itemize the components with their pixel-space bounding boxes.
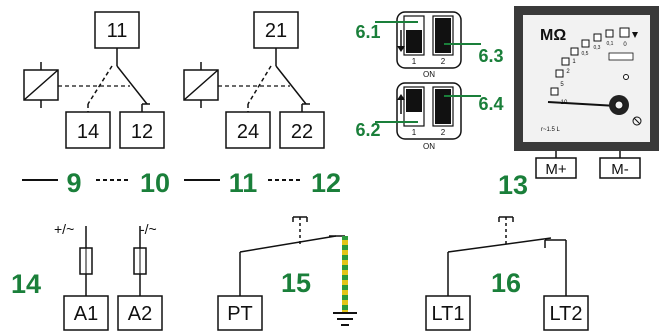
scale-label-5: 5 [560,82,564,88]
terminal-14-box [65,111,111,149]
label-6-2: 6.2 [355,120,380,140]
line-legend: 9 10 11 12 [22,168,341,198]
legend-12: 12 [311,168,341,198]
arrow-down-icon [632,32,638,38]
lt-block: LT1 LT2 16 [425,216,589,331]
terminal-22-label: 22 [291,121,313,143]
meter-marking: r~1.5 L [541,127,561,133]
terminal-22-box [279,111,325,149]
terminal-lt1-label: LT1 [432,303,465,325]
meter-needle [547,101,618,107]
terminal-11-label: 11 [107,20,128,42]
lt-switch-blade [447,237,552,253]
supply-plus-label: +/~ [54,221,74,237]
indicator-dot [623,74,629,80]
legend-10: 10 [140,168,170,198]
switch-2-number: 2 [441,128,446,137]
terminal-a2-box [117,295,163,331]
scale-label-0-5: 0,5 [582,51,589,57]
relay-2: 21 24 22 [183,11,325,149]
meter-unit: MΩ [540,27,566,44]
zero-adjust-screw[interactable] [632,116,642,126]
relay-1: 11 14 12 [23,11,165,149]
switch-1-number: 1 [412,57,417,66]
terminal-lt2-box [543,295,589,331]
pt-block: PT 15 [217,216,357,331]
terminal-14-label: 14 [77,121,99,143]
terminal-21-label: 21 [265,20,287,42]
switch-blade [116,65,148,105]
supply-minus-label: -/~ [140,221,157,237]
scale-label-0-3: 0,3 [594,45,601,51]
earth-conductor [342,236,348,312]
label-6-1: 6.1 [355,22,380,42]
terminal-m-plus-label: M+ [545,161,566,178]
terminal-24-label: 24 [237,121,259,143]
terminal-24-box [225,111,271,149]
label-14: 14 [11,269,41,299]
label-16: 16 [491,268,521,298]
legend-11: 11 [229,168,258,198]
switch-1-number: 1 [412,128,417,137]
legend-9: 9 [66,168,81,198]
label-15: 15 [281,268,311,298]
terminal-lt1-box [425,295,471,331]
dip-switch-upper: 1 2 ON 6.1 6.3 [355,11,504,79]
on-label: ON [423,70,435,79]
scale-label-0-1: 0,1 [607,41,614,47]
terminal-m-plus-box [535,157,577,179]
terminal-a1-label: A1 [74,303,98,325]
insulation-meter: MΩ 0 0,1 0,3 0,5 1 2 5 10 r~1.5 L M+ [498,6,659,200]
label-13: 13 [498,170,528,200]
switch-2-lever[interactable] [435,89,451,124]
terminal-12-label: 12 [131,121,153,143]
terminal-m-minus-label: M- [611,161,629,178]
scale-label-1: 1 [572,59,576,65]
terminal-pt-label: PT [227,303,253,325]
switch-2-number: 2 [441,57,446,66]
label-6-4: 6.4 [478,94,503,114]
dip-switch-lower: 1 2 ON 6.2 6.4 [355,82,504,151]
terminal-pt-box [217,295,263,331]
terminal-lt2-label: LT2 [550,303,583,325]
terminal-a2-label: A2 [128,303,152,325]
switch-2-lever[interactable] [435,18,451,53]
scale-mark [619,27,630,38]
supply-block: +/~ -/~ A1 A2 14 [11,221,163,331]
terminal-m-minus-box [599,157,641,179]
adjust-label-plate [608,52,634,61]
switch-1-lever[interactable] [406,89,422,112]
pt-switch-blade [239,235,337,253]
on-label: ON [423,142,435,151]
scale-label-2: 2 [566,69,570,75]
label-6-3: 6.3 [478,46,503,66]
terminal-a1-box [63,295,109,331]
scale-label-0: 0 [623,42,627,48]
switch-1-lever[interactable] [406,30,422,53]
nc-contact-dashed [87,65,113,105]
